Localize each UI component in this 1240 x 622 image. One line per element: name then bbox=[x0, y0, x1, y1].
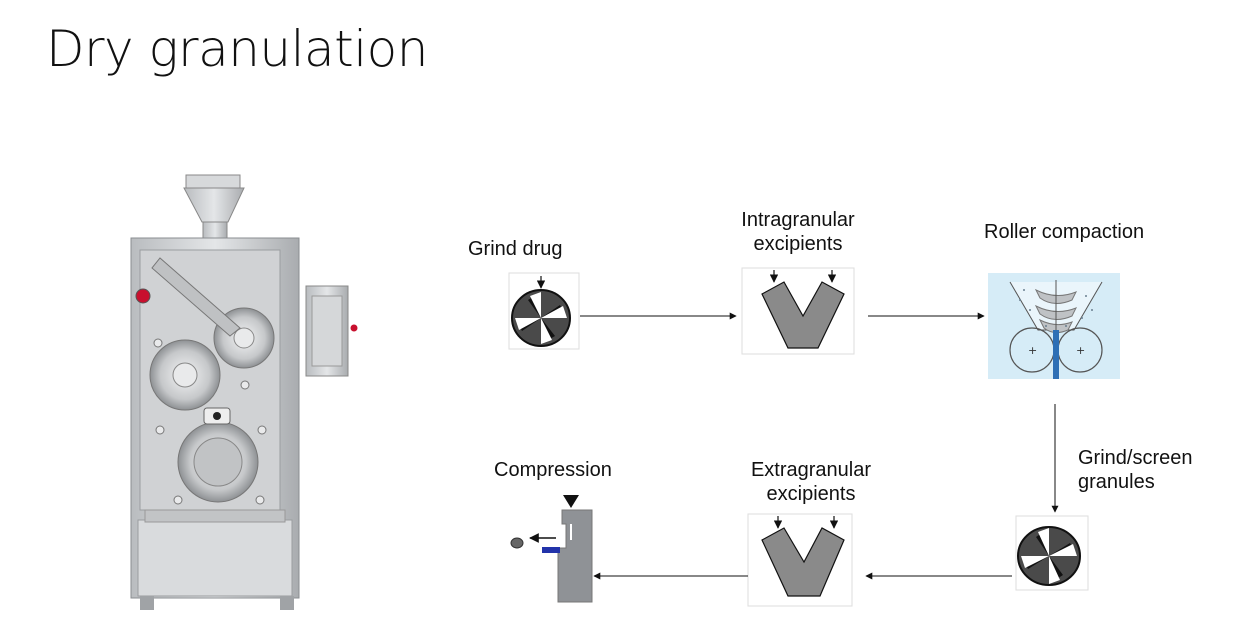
process-arrows bbox=[580, 312, 1059, 580]
label-compression: Compression bbox=[494, 459, 612, 481]
mill-icon bbox=[1015, 515, 1089, 591]
mill-icon bbox=[508, 272, 580, 350]
roller-compactor-icon: + + bbox=[988, 273, 1120, 379]
label-roller-compaction: Roller compaction bbox=[984, 221, 1145, 243]
label-grind-drug: Grind drug bbox=[468, 238, 563, 260]
label-extragranular-excipients: Extragranular excipients bbox=[750, 459, 872, 505]
roller-compactor-machine-photo bbox=[130, 174, 358, 610]
svg-text:+: + bbox=[1028, 344, 1037, 357]
tablet-press-icon bbox=[510, 495, 593, 603]
v-blender-icon bbox=[747, 513, 853, 607]
v-blender-icon bbox=[741, 267, 855, 355]
slide-title: Dry granulation bbox=[46, 20, 428, 78]
label-intragranular-excipients: Intragranular excipients bbox=[741, 209, 855, 255]
label-grind-screen-granules: Grind/screen granules bbox=[1078, 447, 1193, 493]
svg-text:+: + bbox=[1076, 344, 1085, 357]
